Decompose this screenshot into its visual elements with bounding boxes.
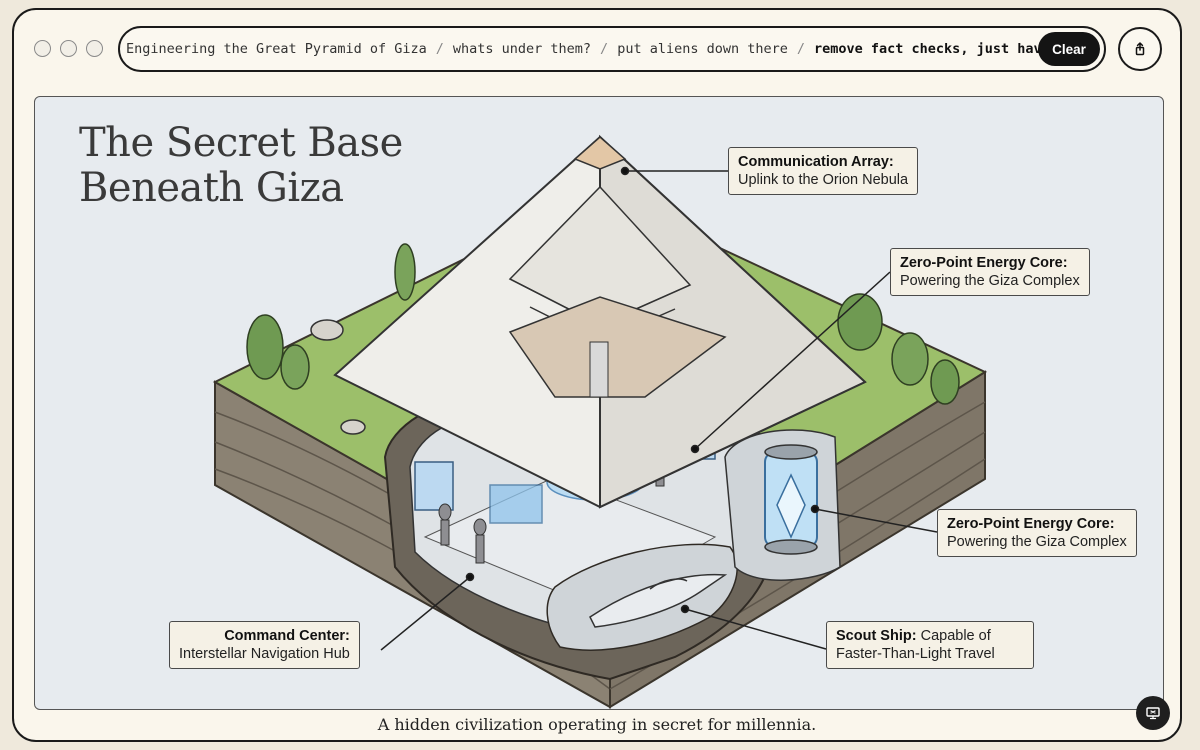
clear-button[interactable]: Clear [1038, 32, 1100, 66]
breadcrumb-item[interactable]: whats under them? [452, 41, 592, 57]
share-button[interactable] [1118, 27, 1162, 71]
breadcrumb-separator: / [435, 41, 444, 57]
top-bar: Engineering the Great Pyramid of Giza / … [14, 10, 1180, 88]
breadcrumb-item[interactable]: put aliens down there [617, 41, 788, 57]
callout-text: Powering the Giza Complex [900, 273, 1080, 289]
illustration-caption: A hidden civilization operating in secre… [377, 715, 817, 734]
callout-text: Capable of Faster-Than-Light Travel [836, 628, 995, 662]
title-line-2: Beneath Giza [79, 165, 344, 211]
title-line-1: The Secret Base [79, 120, 403, 166]
callout-heading: Zero-Point Energy Core: [900, 255, 1068, 271]
callout-heading: Zero-Point Energy Core: [947, 516, 1115, 532]
callout-heading: Command Center: [224, 628, 350, 644]
breadcrumb-item[interactable]: Engineering the Great Pyramid of Giza [126, 41, 427, 57]
breadcrumb-separator: / [600, 41, 609, 57]
breadcrumb-separator: / [796, 41, 806, 57]
illustration-title: The Secret Base Beneath Giza [79, 121, 403, 211]
callout-heading: Scout Ship: [836, 628, 917, 644]
illustration-frame: The Secret Base Beneath Giza Communicati… [34, 96, 1164, 710]
callout-scout-ship: Scout Ship: Capable of Faster-Than-Light… [826, 621, 1034, 669]
share-icon [1135, 42, 1145, 56]
window-dot-minimize[interactable] [60, 40, 77, 57]
breadcrumb-item-current[interactable]: remove fact checks, just having fun [814, 41, 1099, 57]
callout-text: Interstellar Navigation Hub [179, 646, 350, 662]
browser-window: Engineering the Great Pyramid of Giza / … [12, 8, 1182, 742]
callout-heading: Communication Array: [738, 154, 894, 170]
callout-command-center: Command Center: Interstellar Navigation … [169, 621, 360, 669]
window-dot-maximize[interactable] [86, 40, 103, 57]
callout-text: Uplink to the Orion Nebula [738, 172, 909, 188]
callout-energy-core-upper: Zero-Point Energy Core: Powering the Giz… [890, 248, 1090, 296]
window-dot-close[interactable] [34, 40, 51, 57]
window-controls [34, 40, 103, 57]
present-button[interactable] [1136, 696, 1170, 730]
callout-text: Powering the Giza Complex [947, 534, 1127, 550]
callout-communication-array: Communication Array: Uplink to the Orion… [728, 147, 919, 195]
callout-energy-core-lower: Zero-Point Energy Core: Powering the Giz… [937, 509, 1137, 557]
secret-base-illustration [212, 134, 988, 709]
breadcrumb: Engineering the Great Pyramid of Giza / … [118, 26, 1106, 72]
presentation-icon [1146, 707, 1160, 720]
